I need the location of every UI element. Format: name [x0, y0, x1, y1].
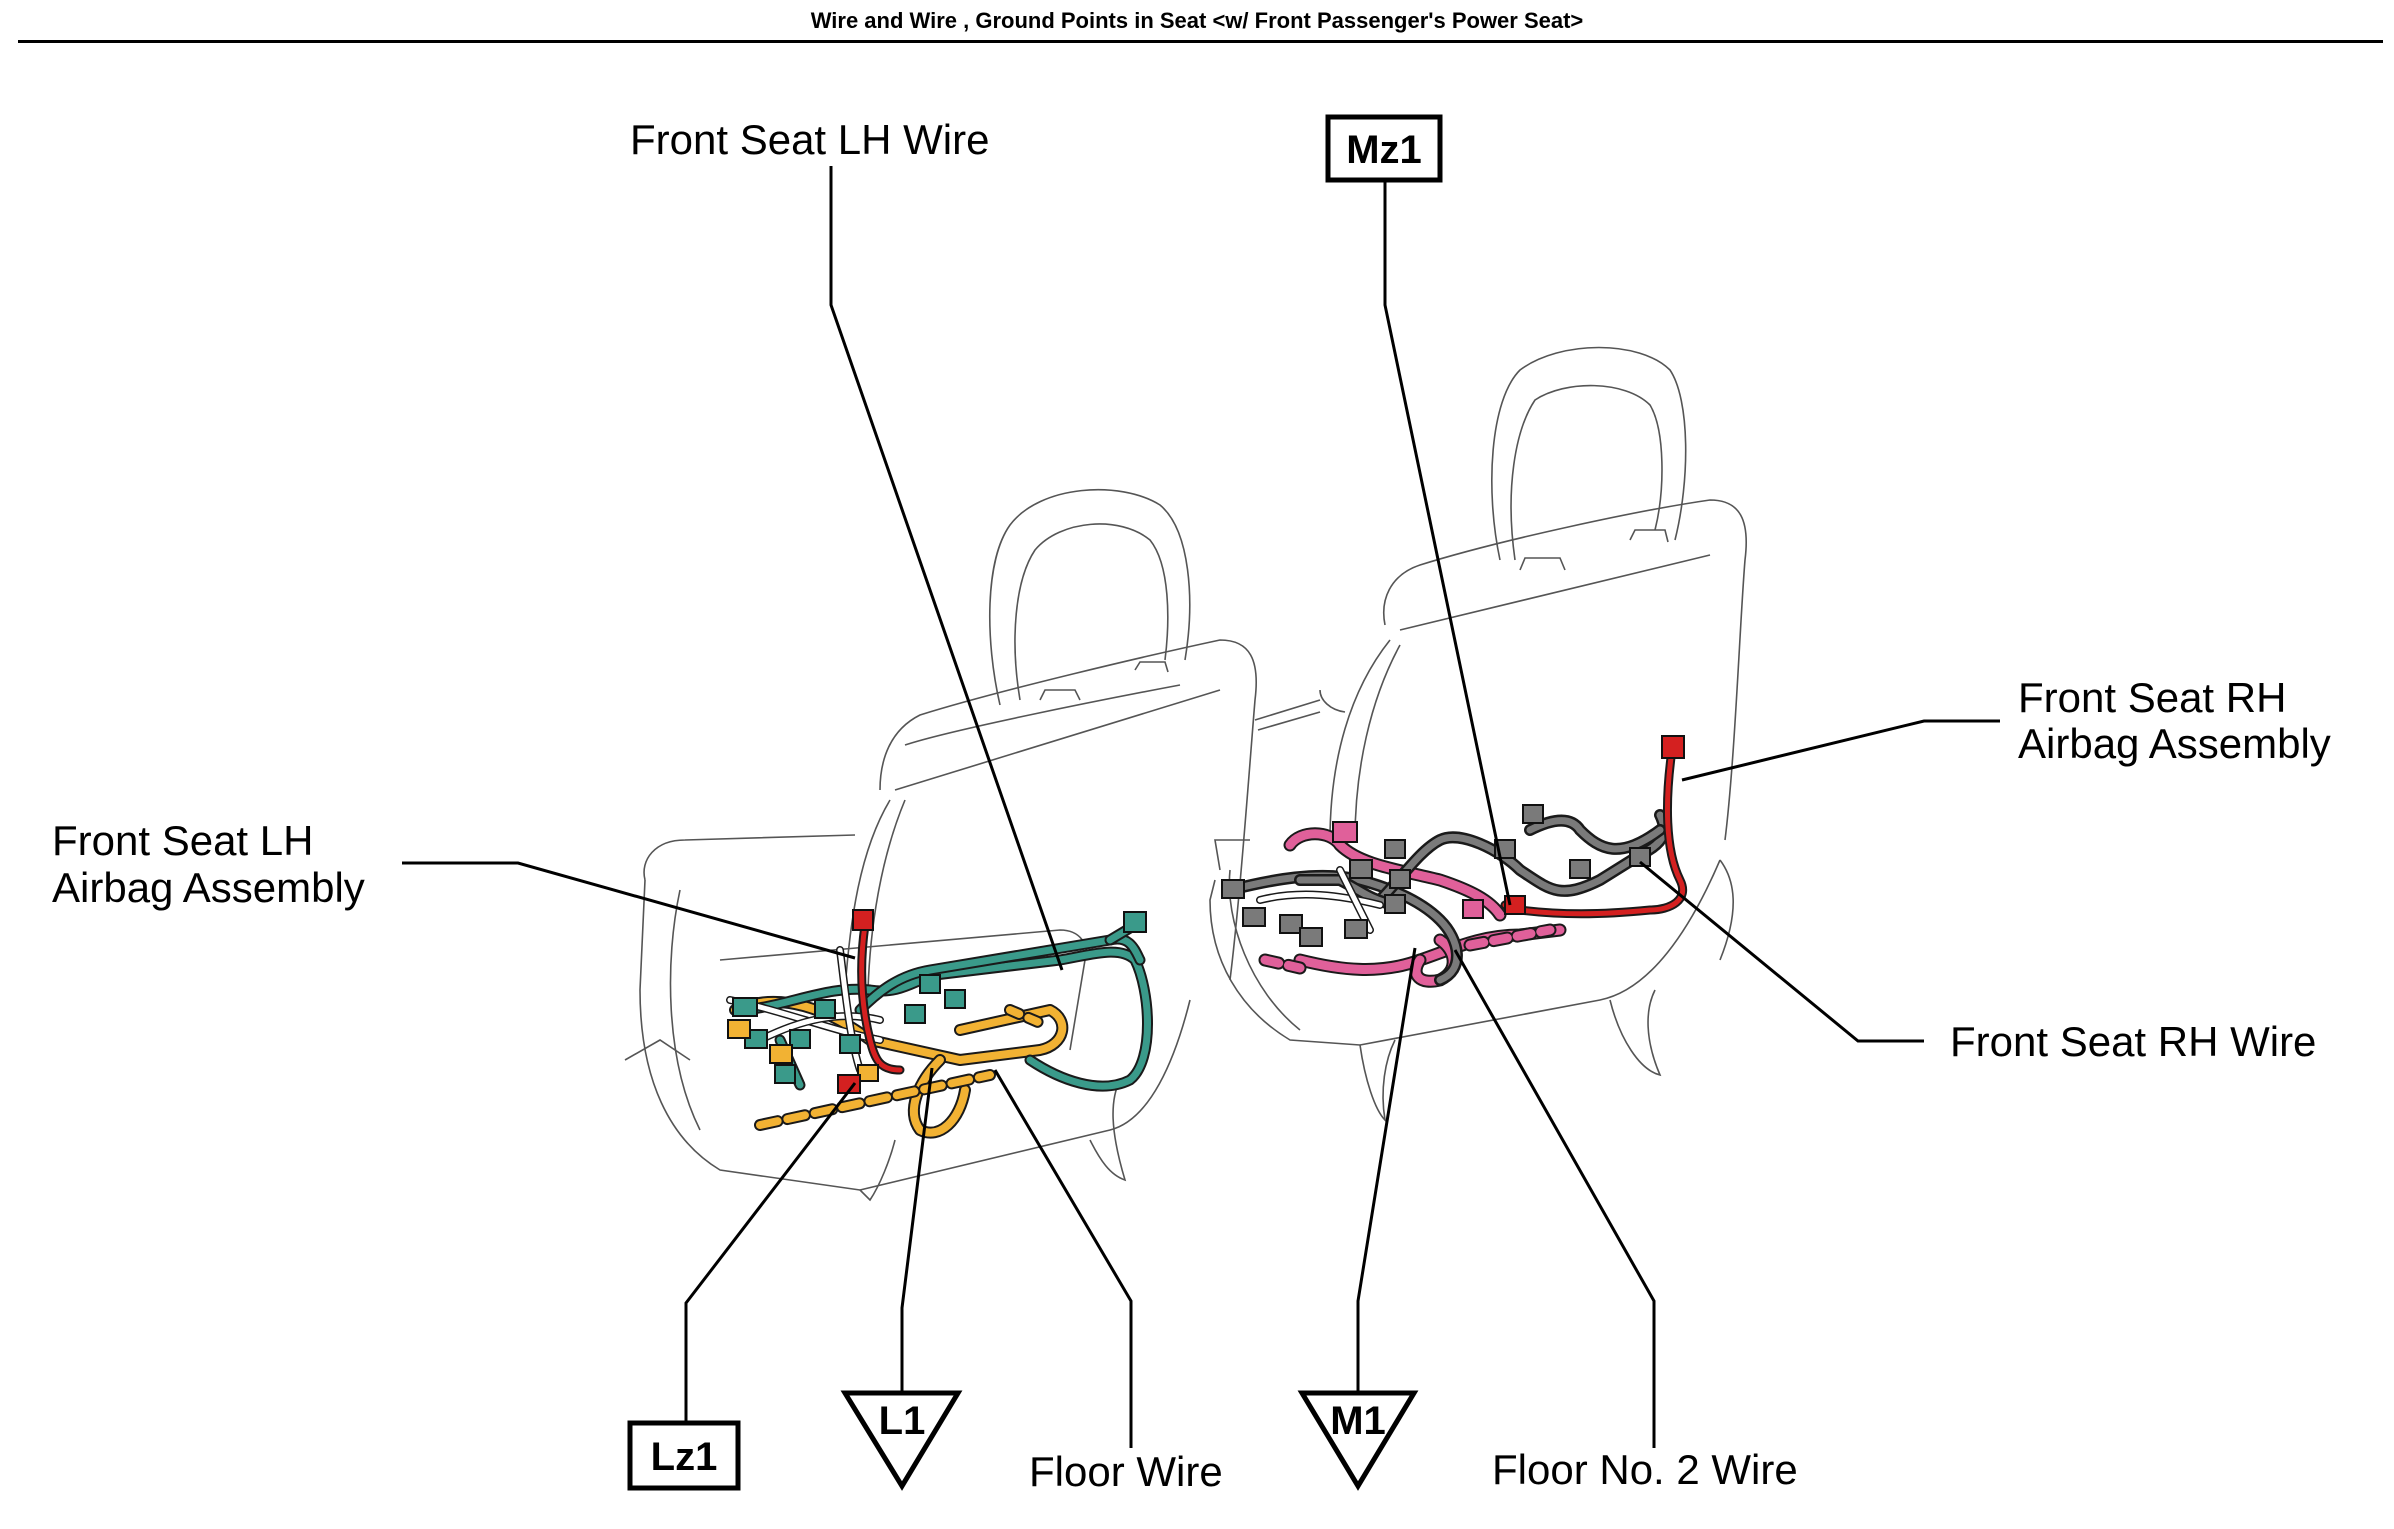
label-front-seat-lh-wire: Front Seat LH Wire	[630, 116, 989, 163]
right-seat-harness	[1221, 735, 1688, 988]
label-front-seat-lh-airbag-line2: Airbag Assembly	[52, 864, 365, 911]
ground-code-l1: L1	[879, 1399, 926, 1443]
label-front-seat-rh-airbag-line2: Airbag Assembly	[2018, 720, 2331, 767]
right-seat-illustration	[1209, 346, 1747, 1123]
left-seat-harness	[726, 909, 1153, 1139]
leader-mz1	[1383, 180, 1512, 906]
connector-code-mz1: Mz1	[1346, 128, 1422, 172]
label-floor-no2-wire: Floor No. 2 Wire	[1492, 1446, 1798, 1493]
title-divider	[18, 40, 2383, 43]
left-seat-illustration	[624, 488, 1321, 1202]
leader-m1	[1356, 947, 1417, 1393]
label-front-seat-lh-airbag-line1: Front Seat LH	[52, 817, 313, 864]
leader-l1	[900, 1067, 934, 1393]
leader-front-seat-lh-airbag	[402, 861, 856, 960]
ground-point-m1: M1	[1297, 1390, 1419, 1491]
label-front-seat-rh-wire: Front Seat RH Wire	[1950, 1018, 2316, 1065]
label-front-seat-rh-airbag-line1: Front Seat RH	[2018, 674, 2286, 721]
connector-code-lz1: Lz1	[651, 1435, 718, 1479]
leader-front-seat-rh-airbag	[1681, 719, 2000, 782]
connector-box-lz1: Lz1	[627, 1420, 741, 1491]
leader-front-seat-lh-wire	[829, 166, 1064, 971]
leader-floor-wire	[993, 1069, 1133, 1448]
leader-lz1	[684, 1082, 857, 1423]
ground-point-l1: L1	[840, 1390, 963, 1491]
leader-floor-no2-wire	[1453, 949, 1656, 1448]
ground-code-m1: M1	[1330, 1399, 1386, 1443]
label-floor-wire: Floor Wire	[1029, 1448, 1223, 1495]
connector-box-mz1: Mz1	[1325, 114, 1443, 183]
page-title: Wire and Wire , Ground Points in Seat <w…	[810, 8, 1584, 33]
leader-front-seat-rh-wire	[1639, 860, 1924, 1043]
